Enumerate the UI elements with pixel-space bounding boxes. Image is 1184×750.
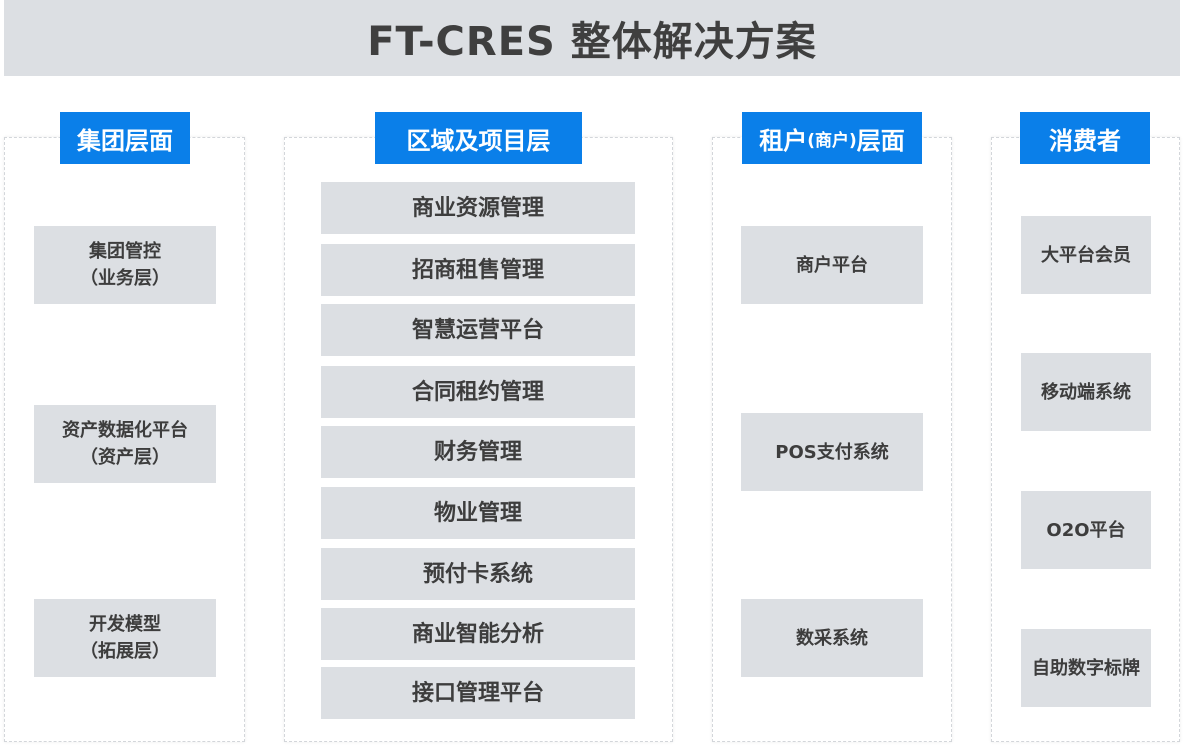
- box-prepaid-card: 预付卡系统: [321, 548, 635, 600]
- box-contract: 合同租约管理: [321, 366, 635, 418]
- page-title: FT-CRES 整体解决方案: [367, 19, 817, 65]
- box-commercial-resource: 商业资源管理: [321, 182, 635, 234]
- box-membership: 大平台会员: [1021, 216, 1151, 294]
- box-label: 开发模型: [89, 614, 161, 635]
- header-tenant-paren: (商户): [807, 130, 857, 151]
- title-bar: FT-CRES 整体解决方案: [4, 0, 1180, 76]
- header-tenant: 租户(商户)层面: [742, 112, 922, 164]
- header-group: 集团层面: [60, 112, 190, 164]
- box-sublabel: （资产层）: [80, 447, 170, 468]
- header-region: 区域及项目层: [375, 112, 582, 164]
- box-mobile: 移动端系统: [1021, 353, 1151, 431]
- box-digital-signage: 自助数字标牌: [1021, 629, 1151, 707]
- box-data-collection: 数采系统: [741, 599, 923, 677]
- box-label: 集团管控: [89, 241, 161, 262]
- box-sublabel: （拓展层）: [80, 641, 170, 662]
- header-tenant-tail: 层面: [856, 126, 905, 155]
- header-consumer: 消费者: [1020, 112, 1150, 164]
- box-dev-model: 开发模型 （拓展层）: [34, 599, 216, 677]
- box-interface: 接口管理平台: [321, 667, 635, 719]
- box-bi: 商业智能分析: [321, 608, 635, 660]
- box-label: 资产数据化平台: [62, 420, 188, 441]
- box-merchant-platform: 商户平台: [741, 226, 923, 304]
- box-smart-ops: 智慧运营平台: [321, 304, 635, 356]
- box-asset-platform: 资产数据化平台 （资产层）: [34, 405, 216, 483]
- box-pos-payment: POS支付系统: [741, 413, 923, 491]
- header-tenant-main: 租户: [759, 126, 808, 155]
- box-sublabel: （业务层）: [80, 268, 170, 289]
- box-leasing: 招商租售管理: [321, 244, 635, 296]
- box-finance: 财务管理: [321, 426, 635, 478]
- box-property: 物业管理: [321, 487, 635, 539]
- box-group-control: 集团管控 （业务层）: [34, 226, 216, 304]
- box-o2o: O2O平台: [1021, 491, 1151, 569]
